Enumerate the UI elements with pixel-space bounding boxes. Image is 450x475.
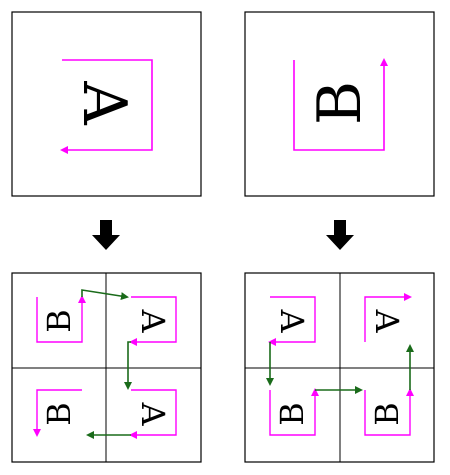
tile-path-arrow <box>269 388 319 436</box>
tile-path-arrow <box>364 388 414 436</box>
source-tile-b-letter: B <box>305 81 375 125</box>
down-arrow-icon <box>326 220 354 250</box>
tile-path-arrow <box>268 296 316 346</box>
grid1-cell-top-right-letter: A <box>134 308 172 333</box>
source-tile-a-letter: A <box>69 80 139 125</box>
grid2-cell-bottom-right-letter: B <box>368 402 406 426</box>
grid1-cell-top-left-letter: B <box>40 309 78 333</box>
source-tile-a: A <box>11 11 202 197</box>
tile-path-arrow <box>33 389 82 437</box>
down-arrow-icon <box>92 220 120 250</box>
tile-path-arrow <box>36 295 86 343</box>
grid2-cell-top-right-letter: A <box>368 308 406 333</box>
grid2-cell-bottom-left-letter: B <box>273 402 311 426</box>
source-tile-b: B <box>244 11 435 197</box>
tile-path-arrow <box>293 58 388 151</box>
grid2-cell-top-left-letter: A <box>273 308 311 333</box>
connector-arrow <box>124 341 132 390</box>
result-grid-2: A A B B <box>244 272 435 463</box>
grid1-cell-bottom-right-letter: A <box>134 401 172 426</box>
tile-path-arrow <box>129 296 177 346</box>
tile-path-arrow <box>129 389 177 439</box>
tile-frame <box>244 11 435 197</box>
result-grid-1: B A B A <box>11 272 202 463</box>
connector-arrow <box>81 289 129 301</box>
grid1-cell-bottom-left-letter: B <box>40 402 78 426</box>
tile-path-arrow <box>364 293 412 342</box>
tile-path-arrow <box>60 59 153 154</box>
tile-frame <box>11 11 202 197</box>
